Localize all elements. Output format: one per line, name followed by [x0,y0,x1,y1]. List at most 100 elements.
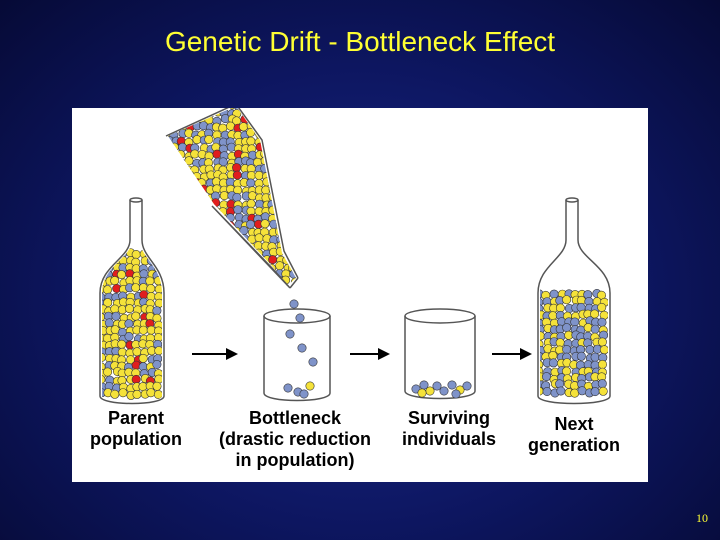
allele-ball [197,108,207,118]
allele-ball [290,158,296,168]
allele-ball [168,178,172,188]
allele-ball [268,144,278,154]
allele-ball [172,172,182,182]
allele-ball [197,108,207,111]
allele-ball [168,213,173,223]
allele-ball [255,282,265,286]
allele-ball [282,235,292,245]
allele-ball [233,255,243,265]
surviving-allele-balls [411,380,472,399]
slide-title: Genetic Drift - Bottleneck Effect [164,26,556,57]
allele-ball [131,374,141,384]
allele-ball [540,386,544,396]
allele-ball [154,346,162,356]
allele-ball [168,220,172,230]
allele-ball [168,277,174,286]
allele-ball [199,248,209,258]
allele-ball [138,353,148,363]
allele-ball [154,255,162,265]
caption-next-generation: Next generation [524,414,624,456]
allele-ball [275,261,285,271]
allele-ball [169,263,179,273]
allele-ball [185,108,195,117]
allele-ball [213,108,223,110]
allele-ball [185,277,195,286]
allele-ball [197,235,207,245]
allele-ball [274,108,284,117]
allele-ball [183,184,193,194]
allele-ball [169,249,179,259]
allele-ball [267,136,277,146]
allele-ball [116,270,126,280]
allele-ball [289,207,296,217]
allele-ball [282,172,292,182]
allele-ball [226,121,236,131]
allele-ball [290,256,296,266]
allele-ball [176,247,186,257]
allele-ball [281,185,291,195]
allele-ball [590,387,600,397]
allele-ball [226,278,236,286]
allele-ball [290,108,296,117]
allele-ball [110,276,120,286]
allele-ball [246,108,256,112]
allele-ball [226,268,236,278]
allele-ball [214,212,224,222]
allele-ball [282,191,292,201]
allele-ball [183,212,193,222]
allele-ball [176,158,186,168]
allele-ball [290,220,296,230]
allele-ball [290,233,296,243]
allele-ball [124,304,134,314]
allele-ball [131,283,141,293]
allele-ball [204,233,214,243]
allele-ball [168,205,172,215]
allele-ball [204,134,214,144]
allele-ball [283,128,293,138]
allele-ball [197,191,207,201]
allele-ball [439,386,449,396]
allele-ball [289,191,296,201]
allele-ball [288,242,296,252]
allele-ball [417,388,427,398]
allele-ball [288,135,296,145]
allele-ball [260,219,270,229]
allele-ball [183,241,193,251]
allele-ball [590,324,600,334]
allele-ball [131,311,141,321]
allele-ball [576,351,586,361]
allele-ball [218,248,228,258]
arrow-1 [192,348,238,360]
allele-ball [117,339,127,349]
allele-ball [281,163,291,173]
caption-line: population [90,429,182,449]
allele-ball [177,221,187,231]
allele-ball [198,283,208,286]
allele-ball [240,108,250,111]
allele-ball [198,256,208,266]
allele-ball [211,254,221,264]
allele-ball [170,157,180,167]
allele-ball [212,149,222,159]
falling-allele-balls [285,299,318,367]
allele-ball [288,115,296,125]
allele-ball [282,177,292,187]
allele-ball [103,249,113,259]
allele-ball [190,233,200,243]
allele-ball [276,180,286,190]
allele-ball [219,240,229,250]
allele-ball [183,116,193,126]
allele-ball [240,276,250,286]
allele-ball [204,221,214,231]
allele-ball [190,206,200,216]
allele-ball [154,298,162,308]
allele-ball [177,191,187,201]
allele-ball [152,381,162,391]
allele-ball [597,317,607,327]
allele-ball [168,184,173,194]
allele-ball [169,192,179,202]
allele-ball [248,269,258,279]
allele-ball [132,347,142,357]
allele-ball [246,219,256,229]
allele-ball [261,123,271,133]
